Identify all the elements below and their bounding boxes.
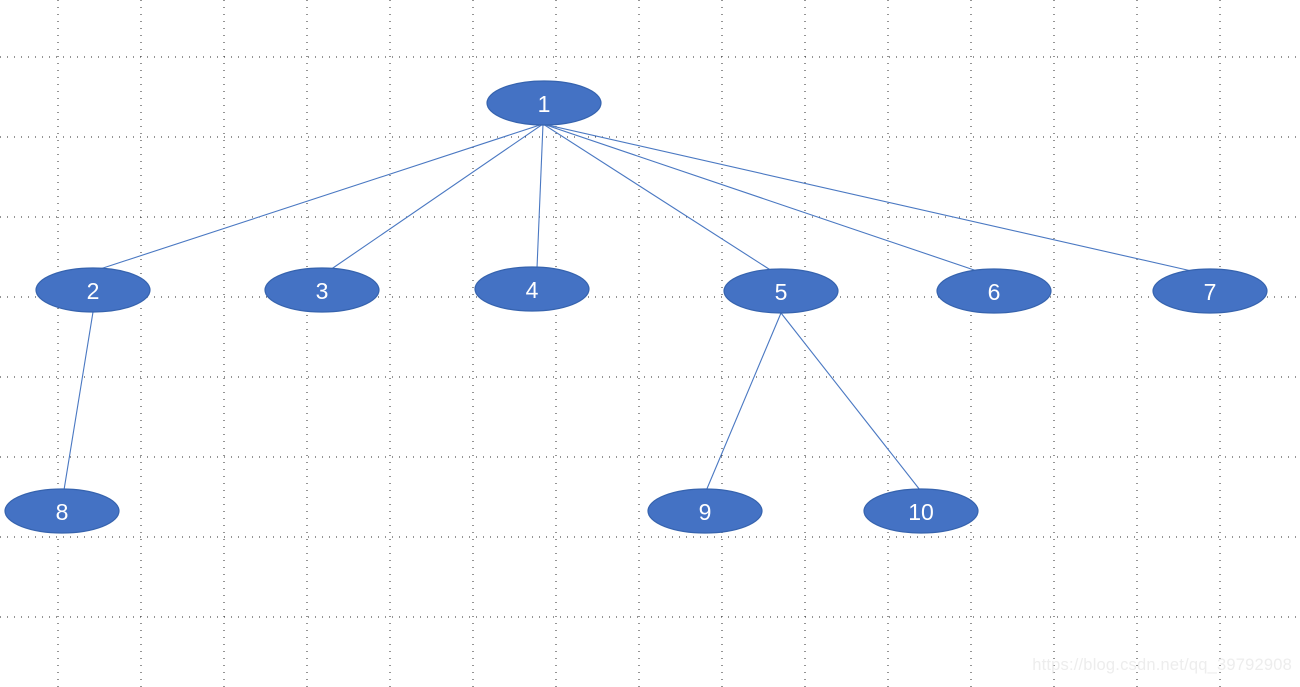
tree-node-4[interactable]: 4 (474, 266, 590, 312)
tree-node-8[interactable]: 8 (4, 488, 120, 534)
tree-edge-1-2 (96, 123, 544, 271)
node-label-6: 6 (988, 279, 1001, 305)
tree-node-7[interactable]: 7 (1152, 268, 1268, 314)
tree-edge-1-3 (329, 123, 544, 271)
tree-node-10[interactable]: 10 (863, 488, 979, 534)
node-shape-4[interactable] (474, 266, 590, 312)
tree-node-2[interactable]: 2 (35, 267, 151, 313)
node-shape-8[interactable] (4, 488, 120, 534)
node-label-5: 5 (775, 279, 788, 305)
tree-edge-1-7 (542, 123, 1197, 273)
node-shape-2[interactable] (35, 267, 151, 313)
node-label-2: 2 (87, 278, 100, 304)
tree-node-1[interactable]: 1 (486, 80, 602, 126)
tree-edge-1-4 (536, 123, 544, 269)
tree-edge-5-10 (780, 312, 921, 491)
node-label-3: 3 (316, 278, 329, 304)
node-shape-7[interactable] (1152, 268, 1268, 314)
node-shape-10[interactable] (863, 488, 979, 534)
tree-edge-2-8 (63, 311, 94, 491)
node-shape-6[interactable] (936, 268, 1052, 314)
node-shape-3[interactable] (264, 267, 380, 313)
watermark-text: https://blog.csdn.net/qq_39792908 (1032, 656, 1292, 674)
node-label-4: 4 (526, 277, 539, 303)
node-label-8: 8 (56, 499, 69, 525)
tree-node-3[interactable]: 3 (264, 267, 380, 313)
tree-node-6[interactable]: 6 (936, 268, 1052, 314)
node-label-1: 1 (538, 91, 551, 117)
tree-node-5[interactable]: 5 (723, 268, 839, 314)
node-label-10: 10 (908, 499, 934, 525)
tree-edge-1-5 (542, 123, 773, 272)
node-shape-5[interactable] (723, 268, 839, 314)
node-label-9: 9 (699, 499, 712, 525)
node-label-7: 7 (1204, 279, 1217, 305)
nodes-layer: 1 2 3 4 5 6 7 8 9 10 (4, 80, 1268, 534)
node-shape-9[interactable] (647, 488, 763, 534)
node-shape-1[interactable] (486, 80, 602, 126)
edges-layer (63, 123, 1197, 492)
tree-node-9[interactable]: 9 (647, 488, 763, 534)
tree-edge-1-6 (542, 123, 981, 273)
tree-edge-5-9 (705, 312, 782, 492)
